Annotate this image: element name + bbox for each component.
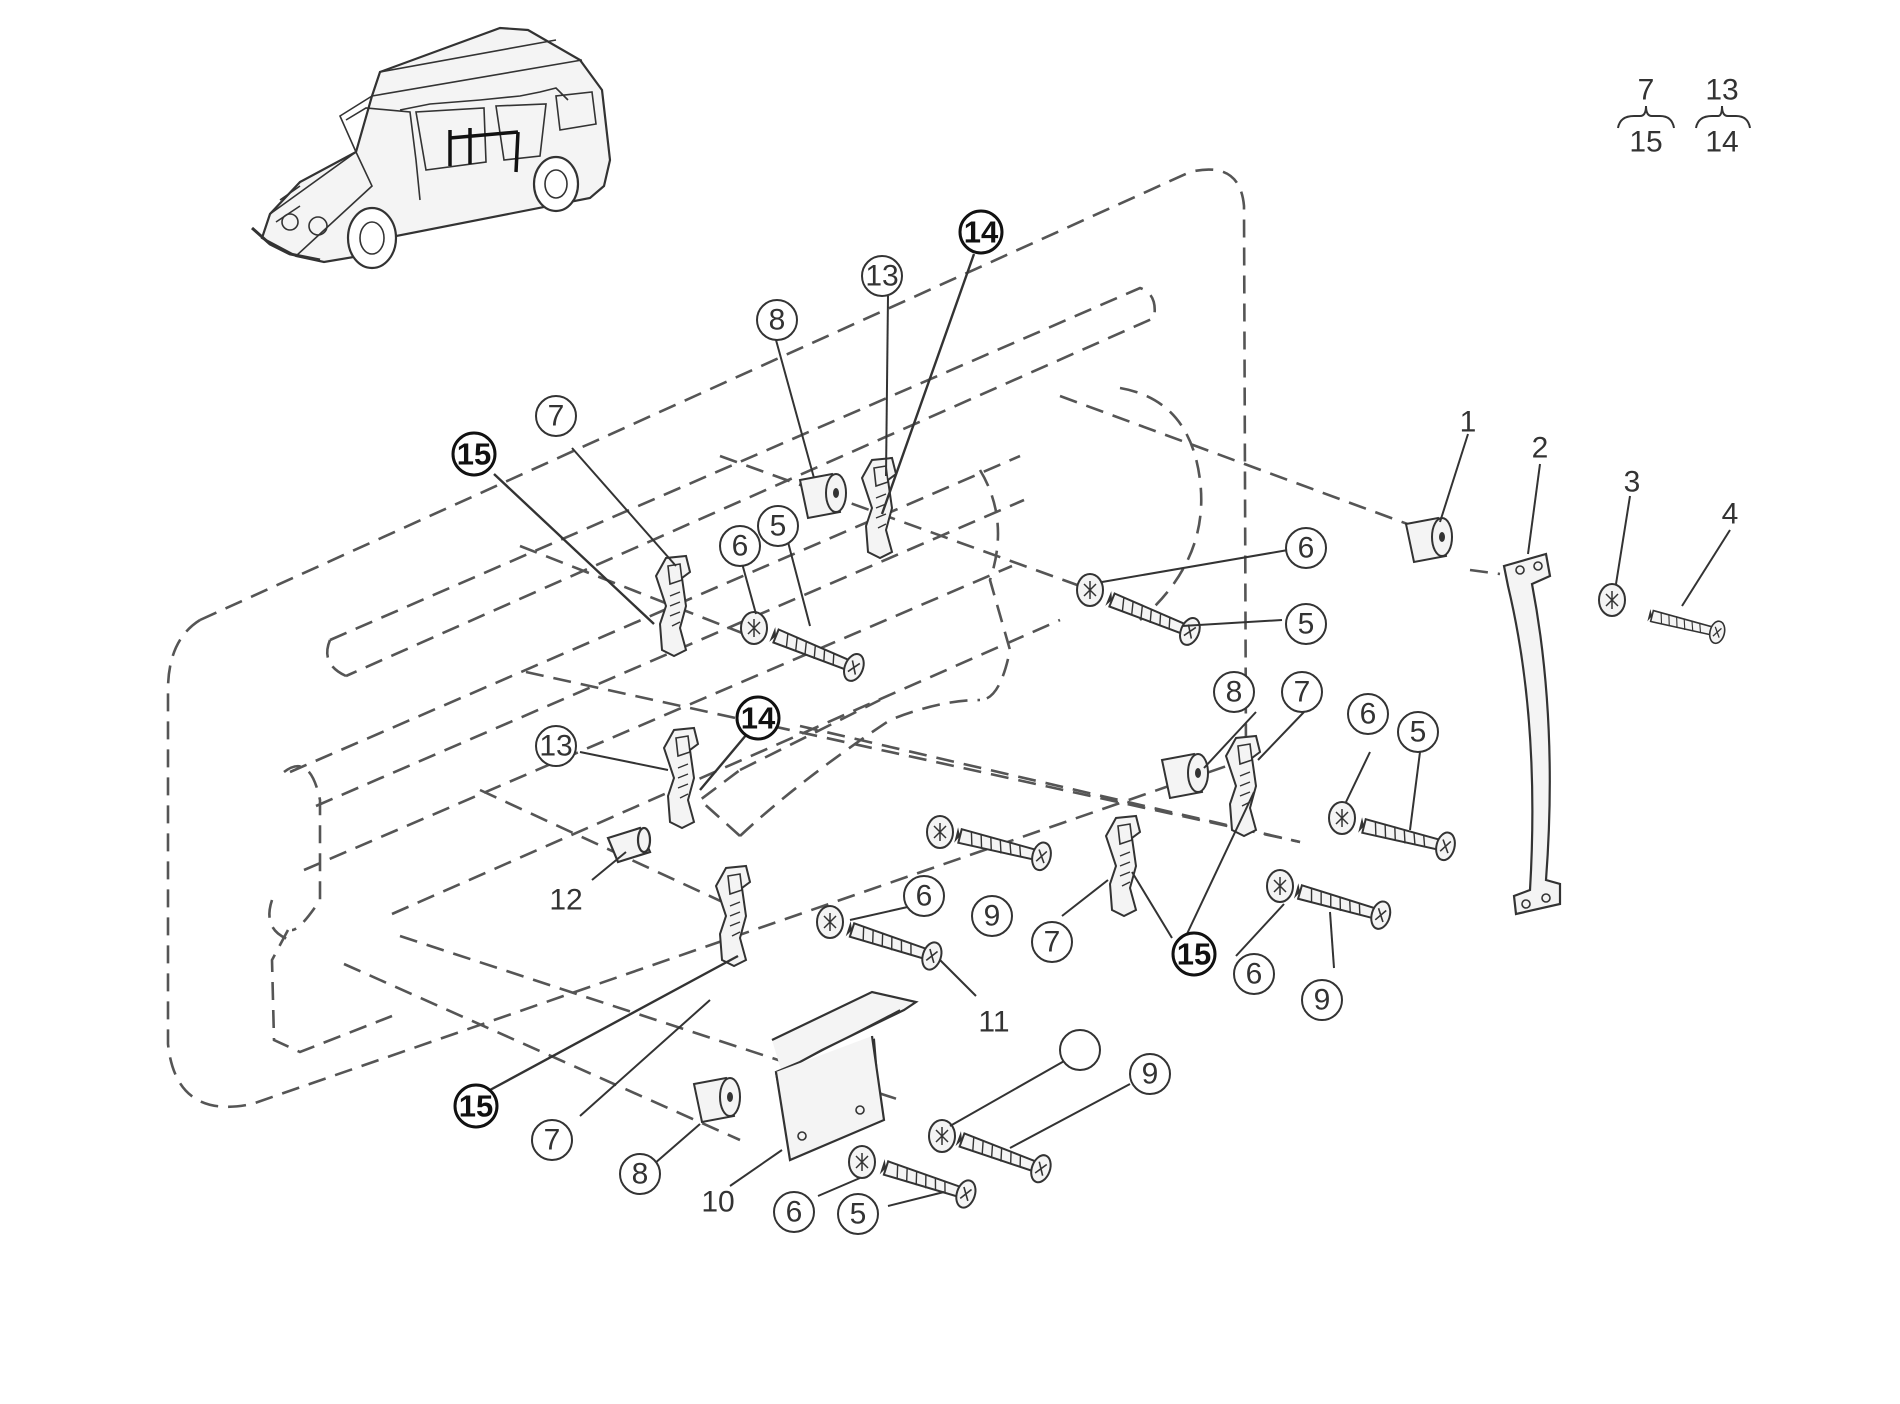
spacer-1: [1405, 517, 1453, 563]
spacer-8-lower: [693, 1077, 741, 1123]
clip-7-lower: [715, 865, 751, 967]
callout-8-a: 8: [769, 304, 786, 337]
legend-pair2-top: 13: [1705, 74, 1738, 107]
washer-6-b: [740, 611, 768, 645]
callout-15-c: 15: [459, 1089, 493, 1124]
callout-circles-bold: [451, 209, 1217, 1129]
washer-6-d: [1328, 801, 1356, 835]
washer-6-e: [1266, 869, 1294, 903]
screw-5-d: [876, 1152, 980, 1212]
legend-pair2-bottom: 14: [1705, 126, 1738, 159]
callout-6-d: 6: [916, 880, 933, 913]
screw-5-b: [766, 620, 869, 685]
clip-7-upper-left: [655, 555, 691, 657]
callout-7-d: 7: [544, 1124, 561, 1157]
callout-15-b: 15: [1177, 937, 1211, 972]
spacer-8-right: [1161, 753, 1209, 799]
pin-12: [606, 826, 652, 864]
screw-9-a: [951, 820, 1055, 874]
callout-4: 4: [1722, 498, 1739, 531]
callout-7-b: 7: [1294, 676, 1311, 709]
legend-brace-1: [1617, 105, 1675, 129]
grab-handle: [1502, 552, 1562, 916]
washer-6-a: [1076, 573, 1104, 607]
clip-7-middle: [1105, 815, 1141, 917]
washer-6-c: [926, 815, 954, 849]
callout-9-a: 9: [984, 900, 1001, 933]
leader-lines: [489, 253, 1731, 1207]
callout-8-c: 8: [632, 1158, 649, 1191]
callout-5-b: 5: [1298, 608, 1315, 641]
callout-14-b: 14: [741, 701, 776, 736]
callout-1: 1: [1460, 406, 1477, 439]
callout-6-b: 6: [1298, 532, 1315, 565]
screw-5-a: [1102, 584, 1205, 649]
callout-14-a: 14: [964, 215, 999, 250]
callout-5-a: 5: [770, 510, 787, 543]
legend-pairings: 7 15 13 14: [1617, 74, 1751, 159]
washer-3: [1598, 583, 1626, 617]
callout-13-b: 13: [539, 730, 572, 763]
callout-9-b: 9: [1314, 984, 1331, 1017]
door-panel-outline: [166, 168, 1248, 1109]
callout-10: 10: [701, 1186, 734, 1219]
callout-6-c: 6: [1360, 698, 1377, 731]
bracket-10: [771, 990, 919, 1162]
callout-8-b: 8: [1226, 676, 1243, 709]
spacer-8-upper: [799, 473, 847, 519]
vehicle-thumbnail: [251, 26, 612, 270]
callout-13-a: 13: [865, 260, 898, 293]
screw-9-b: [1291, 876, 1395, 933]
assembly-lines: [343, 394, 1501, 1142]
callout-15-a: 15: [457, 437, 491, 472]
callout-3: 3: [1624, 466, 1641, 499]
callout-9-c: 9: [1142, 1058, 1159, 1091]
callout-5-c: 5: [1410, 716, 1427, 749]
legend-brace-2: [1695, 105, 1751, 129]
screw-5-c: [1355, 810, 1459, 864]
legend-pair1-bottom: 15: [1629, 126, 1662, 159]
callout-11: 11: [978, 1006, 1009, 1039]
callout-7-a: 7: [548, 400, 565, 433]
callout-6-a: 6: [732, 530, 749, 563]
callout-6-f: 6: [786, 1196, 803, 1229]
callout-12: 12: [549, 884, 582, 917]
legend-pair1-top: 7: [1638, 74, 1655, 107]
callout-circles: [531, 255, 1439, 1235]
callout-6-e: 6: [1246, 958, 1263, 991]
washer-6-h: [848, 1145, 876, 1179]
washer-6-f: [816, 905, 844, 939]
callout-5-d: 5: [850, 1198, 867, 1231]
screw-11: [842, 914, 946, 974]
screw-4: [1645, 603, 1728, 646]
screw-9-c: [952, 1124, 1056, 1186]
callout-2: 2: [1532, 432, 1549, 465]
clip-13-left: [663, 727, 699, 829]
clip-7-right: [1225, 735, 1261, 837]
callout-7-c: 7: [1044, 926, 1061, 959]
